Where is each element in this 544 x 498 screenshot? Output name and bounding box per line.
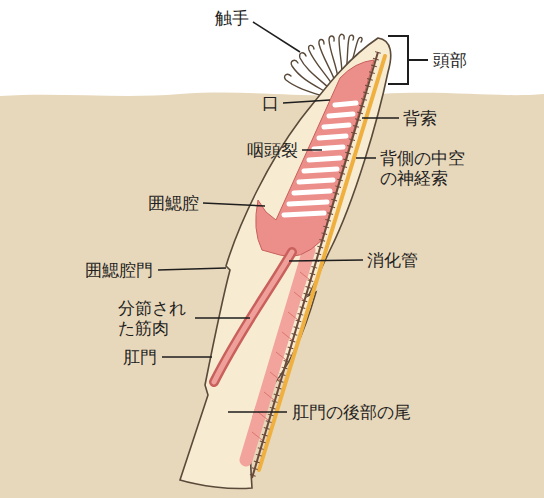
digestive-tract (214, 252, 292, 382)
part-label: 肛門の後部の尾 (292, 402, 411, 422)
part-label: 消化管 (367, 250, 418, 270)
part-label: 口 (262, 93, 279, 113)
part-label: 背側の中空 の神経索 (380, 148, 470, 189)
part-label: 分節され た筋肉 (118, 298, 193, 339)
part-label: 囲鰓腔門 (85, 260, 153, 280)
leader-lines (158, 22, 399, 412)
digestive-tract-inner (214, 252, 292, 382)
part-label: 頭部 (433, 50, 467, 70)
part-label: 触手 (215, 8, 249, 28)
part-label: 囲鰓腔 (148, 193, 199, 213)
part-label: 背索 (403, 108, 437, 128)
head-bracket (388, 36, 428, 84)
part-label: 咽頭裂 (247, 140, 298, 160)
part-label: 肛門 (123, 347, 157, 367)
